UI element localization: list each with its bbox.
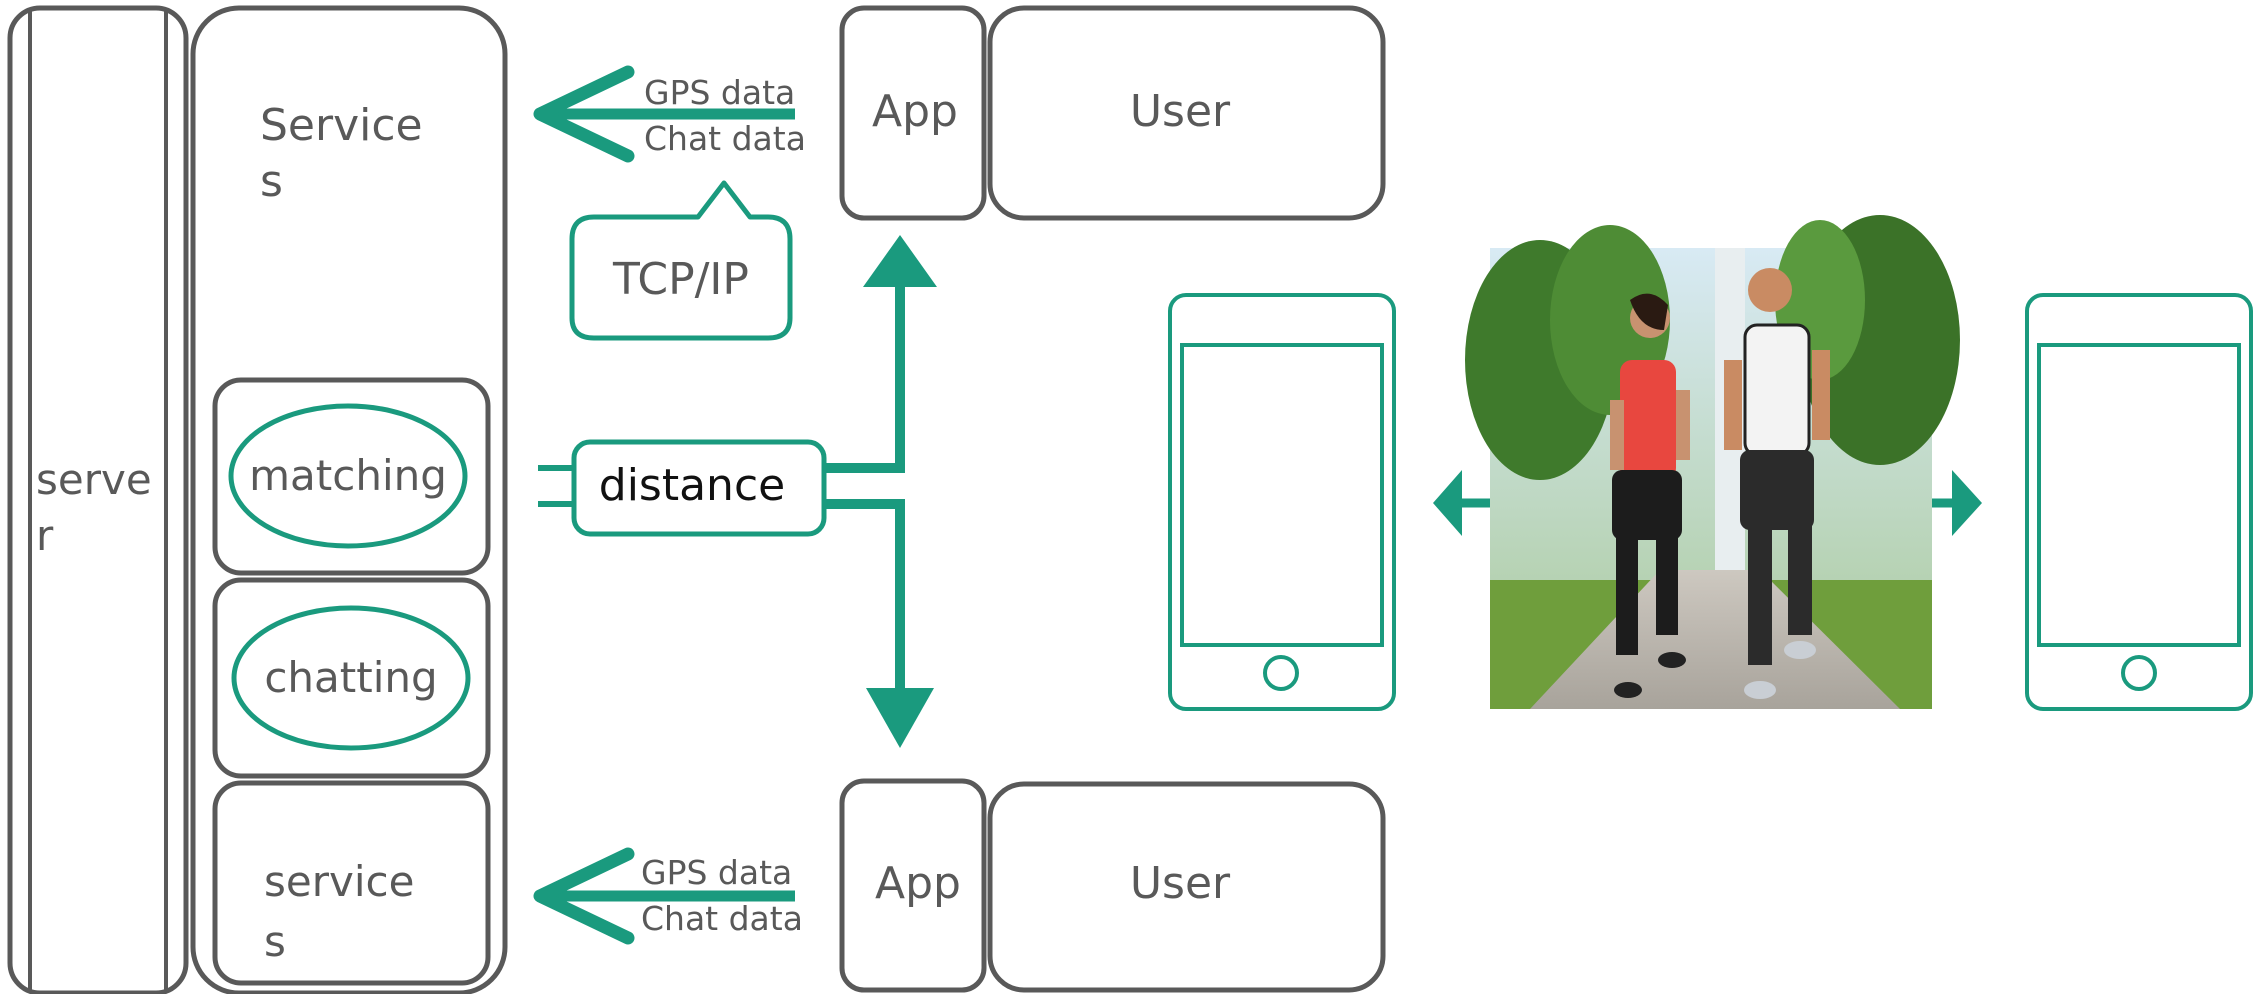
right-smartphone-icon [2025, 293, 2253, 711]
top-app-label: App [872, 86, 958, 137]
services-title: Service [260, 100, 423, 151]
server-label-cont: r [36, 511, 54, 560]
server-label: serve [36, 455, 152, 504]
right-arrow-icon [1932, 470, 1982, 536]
left-arrow-icon [1433, 470, 1490, 536]
down-arrowhead [866, 688, 934, 748]
up-arrowhead [863, 235, 937, 287]
runner-woman [1610, 293, 1690, 698]
bottom-user-label: User [1130, 858, 1231, 909]
top-chat-data-label: Chat data [644, 119, 806, 158]
runner-man [1724, 268, 1830, 699]
left-smartphone-icon [1168, 293, 1396, 711]
services-panel: Service s [190, 5, 508, 994]
chatting-label: chatting [264, 653, 437, 702]
bottom-data-arrow: GPS data Chat data [533, 847, 803, 945]
services-title-cont: s [260, 156, 283, 207]
bottom-gps-data-label: GPS data [641, 853, 792, 892]
distance-connector [538, 235, 937, 748]
top-app-box: App [839, 5, 987, 221]
server-box: serve r [7, 5, 189, 994]
matching-module: matching [212, 377, 491, 576]
top-gps-data-label: GPS data [644, 73, 795, 112]
bottom-user-box: User [987, 781, 1386, 993]
top-user-box: User [987, 5, 1386, 221]
chatting-module: chatting [212, 577, 491, 779]
services-module: service s [212, 780, 491, 986]
matching-label: matching [249, 451, 447, 500]
tcp-ip-callout: TCP/IP [569, 180, 793, 341]
bottom-chat-data-label: Chat data [641, 899, 803, 938]
tcp-ip-label: TCP/IP [612, 254, 749, 305]
top-data-arrow: GPS data Chat data [533, 65, 806, 163]
distance-label: distance [599, 460, 785, 511]
services-module-label: service [264, 857, 414, 906]
services-module-label-cont: s [264, 917, 286, 966]
bottom-app-box: App [839, 778, 987, 993]
distance-box: distance [571, 439, 827, 537]
bottom-app-label: App [875, 858, 961, 909]
top-user-label: User [1130, 86, 1231, 137]
two-runners-photo [1465, 215, 1960, 709]
